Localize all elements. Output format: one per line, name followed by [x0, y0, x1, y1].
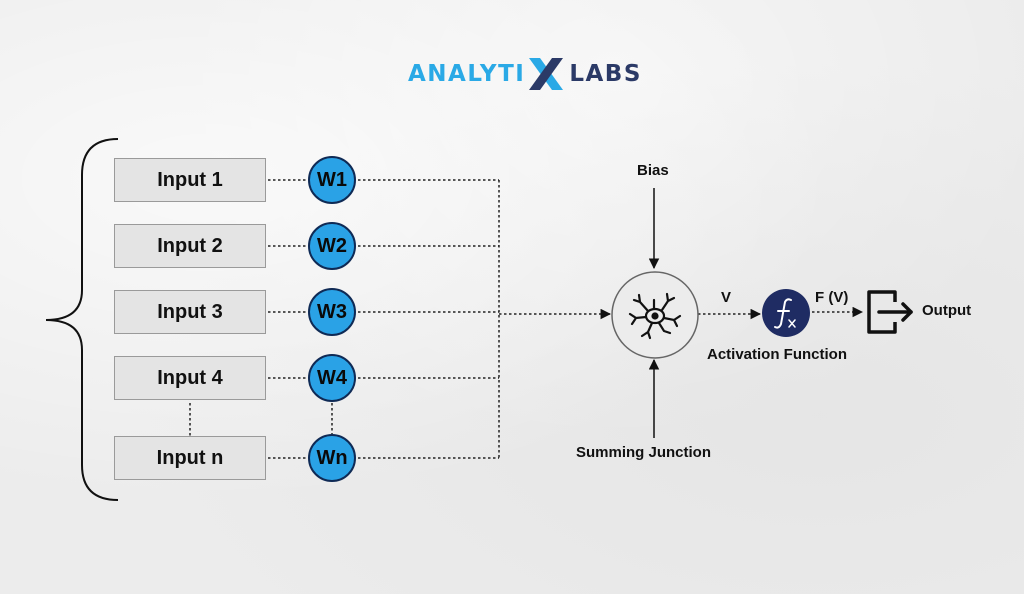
logo-text-analyti: ANALYTI — [408, 61, 526, 87]
input-label: Input 2 — [157, 234, 223, 257]
weight-label: W3 — [317, 300, 347, 323]
input-box-1: Input 1 — [114, 158, 266, 202]
output-label: Output — [922, 302, 972, 319]
bias-label: Bias — [637, 162, 669, 179]
output-arrow-icon — [867, 290, 913, 334]
summing-junction-label: Summing Junction — [576, 444, 711, 461]
analytixlabs-logo: ANALYTI LABS — [408, 56, 642, 92]
input-label: Input n — [156, 446, 224, 469]
x-mark-icon — [529, 58, 564, 90]
curly-brace — [45, 138, 119, 501]
neuron-icon — [611, 271, 699, 359]
logo-text-labs: LABS — [569, 61, 642, 87]
weight-circle-3: W3 — [308, 288, 356, 336]
input-box-3: Input 3 — [114, 290, 266, 334]
v-label: V — [721, 289, 732, 306]
input-label: Input 3 — [157, 300, 223, 323]
weight-label: W2 — [317, 234, 347, 257]
weight-circle-1: W1 — [308, 156, 356, 204]
input-box-4: Input 4 — [114, 356, 266, 400]
weight-label: W1 — [317, 168, 347, 191]
weight-label: Wn — [316, 446, 348, 469]
weight-circle-4: W4 — [308, 354, 356, 402]
fv-label: F (V) — [815, 289, 849, 306]
weight-circle-n: Wn — [308, 434, 356, 482]
input-label: Input 4 — [157, 366, 223, 389]
input-label: Input 1 — [157, 168, 223, 191]
weight-circle-2: W2 — [308, 222, 356, 270]
activation-function-label: Activation Function — [707, 346, 847, 363]
function-fx-icon — [762, 289, 810, 337]
input-box-2: Input 2 — [114, 224, 266, 268]
weight-label: W4 — [317, 366, 347, 389]
input-box-n: Input n — [114, 436, 266, 480]
